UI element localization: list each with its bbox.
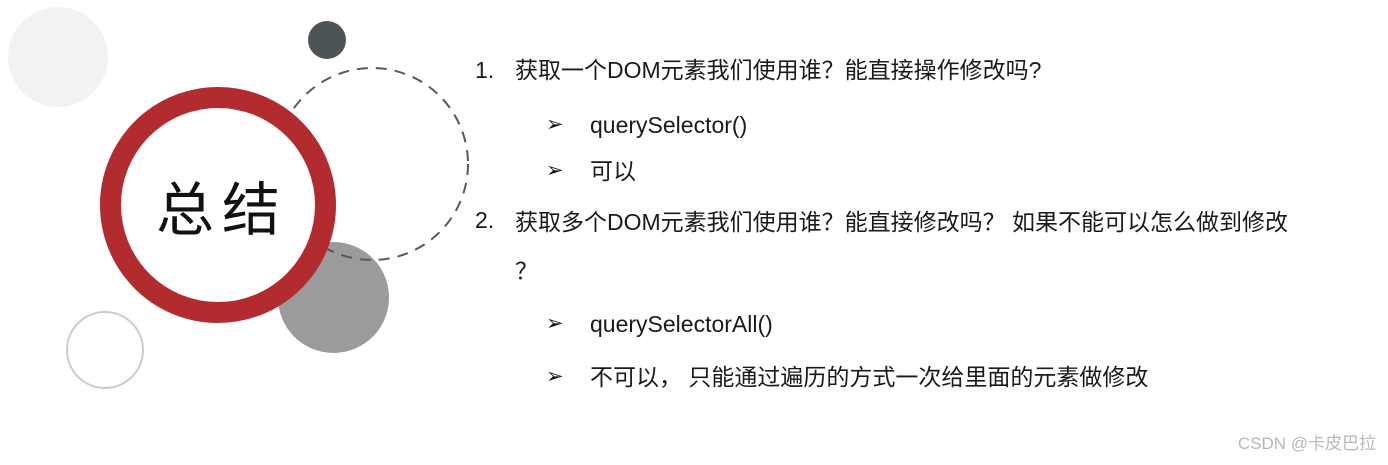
list-item-1-number: 1. <box>475 57 495 83</box>
decor-circle-outlined <box>66 311 144 389</box>
list-item-2-number: 2. <box>475 207 495 233</box>
list-item: ➢ querySelector() <box>546 111 747 139</box>
list-item-2-question: 获取多个DOM元素我们使用谁？能直接修改吗？ 如果不能可以怎么做到修改 ？ <box>515 209 1289 284</box>
arrow-bullet-icon: ➢ <box>546 365 564 388</box>
list-item: ➢ 可以 <box>546 157 636 185</box>
list-item-1-question: 获取一个DOM元素我们使用谁？能直接操作修改吗? <box>515 57 1042 83</box>
list-item: ➢ 不可以， 只能通过遍历的方式一次给里面的元素做修改 <box>546 363 1148 391</box>
decor-circle-dashed <box>275 67 469 261</box>
summary-badge: 总结 <box>100 87 336 323</box>
summary-badge-label: 总结 <box>155 178 288 243</box>
bullet-text: 可以 <box>590 158 636 184</box>
arrow-bullet-icon: ➢ <box>546 159 564 182</box>
watermark: CSDN @卡皮巴拉 <box>1237 434 1376 453</box>
decor-circle-light <box>8 7 108 107</box>
decor-circle-slate <box>308 21 346 59</box>
arrow-bullet-icon: ➢ <box>546 312 564 335</box>
arrow-bullet-icon: ➢ <box>546 113 564 136</box>
bullet-text: querySelector() <box>590 112 748 138</box>
bullet-text: querySelectorAll() <box>590 311 773 337</box>
bullet-text: 不可以， 只能通过遍历的方式一次给里面的元素做修改 <box>590 364 1149 390</box>
list-item: ➢ querySelectorAll() <box>546 310 773 338</box>
